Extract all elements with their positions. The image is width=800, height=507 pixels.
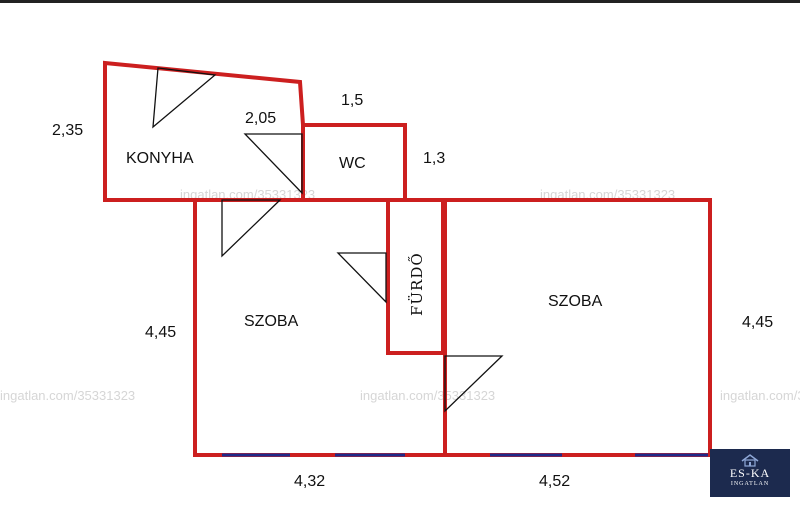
dimension-konyha-inner: 2,05: [245, 110, 276, 127]
right-room-wall: [445, 198, 712, 457]
dimension-wc-height: 1,3: [423, 150, 445, 167]
dimension-right-room-width: 4,52: [539, 473, 570, 490]
watermark: ingatlan.com/35331323: [360, 388, 495, 403]
room-label-wc: WC: [339, 155, 366, 172]
doors: [152, 67, 504, 413]
watermark: ingatlan.com/35331323: [0, 388, 135, 403]
door-swing-icon: [336, 252, 387, 304]
door-swing-icon: [221, 199, 282, 258]
dimension-left-room-width: 4,32: [294, 473, 325, 490]
house-icon: [741, 454, 759, 467]
dimension-wc-width: 1,5: [341, 92, 363, 109]
logo-subtitle: INGATLAN: [730, 481, 770, 487]
left-room-wall: [193, 200, 447, 457]
dimension-left-room-height: 4,45: [145, 324, 176, 341]
room-label-szoba-right: SZOBA: [548, 293, 603, 310]
door-swing-icon: [243, 133, 303, 195]
room-label-szoba-left: SZOBA: [244, 313, 299, 330]
door-swing-icon: [152, 67, 217, 129]
eska-logo: ES-KA INGATLAN: [710, 449, 790, 497]
top-edge-bar: [0, 0, 800, 3]
door-swing-icon: [444, 355, 504, 413]
dimension-konyha-height: 2,35: [52, 122, 83, 139]
furdo-wall: [386, 200, 445, 355]
watermark: ingatlan.com/35331323: [720, 388, 800, 403]
dimension-right-room-height: 4,45: [742, 314, 773, 331]
room-label-furdo: FÜRDŐ: [408, 252, 426, 316]
room-label-konyha: KONYHA: [126, 150, 194, 167]
logo-name: ES-KA: [729, 466, 771, 480]
